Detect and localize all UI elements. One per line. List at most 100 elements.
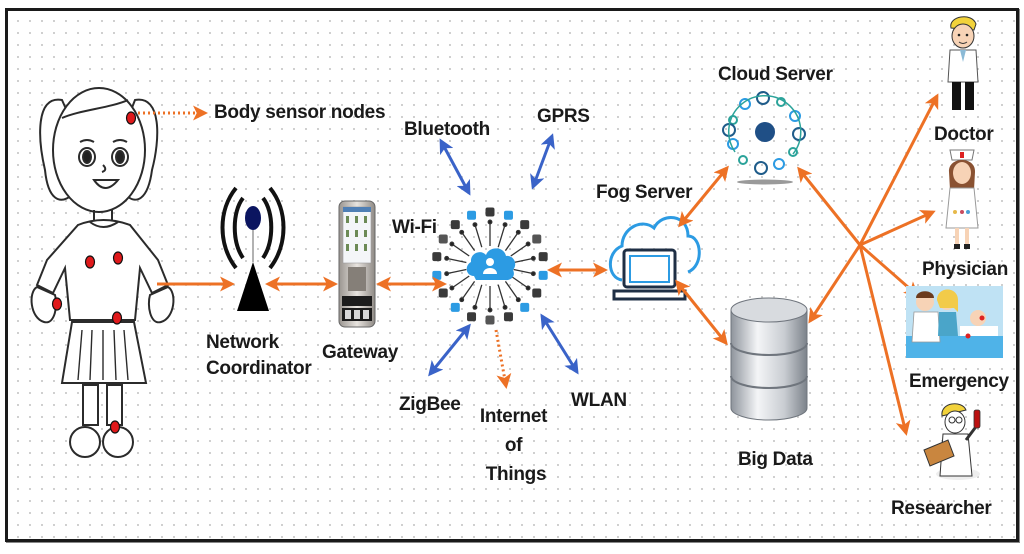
patient-girl-icon [30,87,175,458]
cloud-network-node [788,147,798,157]
gateway-label: Gateway [322,342,399,363]
smartphone-icon [338,200,376,328]
iot-spoke [504,280,519,301]
body-sensor-nodes-label: Body sensor nodes [214,102,385,123]
iot-device-icon [538,270,548,280]
cloud-shadow [737,179,793,185]
hub-physician-arrow [859,210,936,247]
iot-spoke [461,231,476,252]
iot-spoke [510,275,529,289]
iot-pointer-arrow [494,329,512,389]
big-data-label: Big Data [738,449,813,470]
bluetooth-label: Bluetooth [404,119,490,140]
iot-device-icon [520,220,530,230]
iot-device-icon [503,210,513,220]
iot-device-icon [520,302,530,312]
iot-spoke-dot [449,285,455,291]
sensor-node [51,297,63,311]
cloud-network-node [754,161,768,175]
iot-device-icon [432,270,442,280]
sensor-node [109,420,121,434]
sensor-node [125,111,137,125]
nurse-icon [945,149,979,249]
wifi-label: Wi-Fi [392,217,437,238]
cloud-network-node [773,158,785,170]
iot-spoke-dot [444,271,450,277]
iot-device-icon [438,288,448,298]
iot-spoke [497,284,506,308]
hospital-bed-icon [906,286,1003,358]
iot-spoke-dot [472,222,478,228]
iot-spoke [504,231,519,252]
iot-spoke [446,257,467,264]
iot-spoke-dot [515,297,521,303]
emergency-label: Emergency [909,371,1009,392]
iot-spoke-dot [444,255,450,261]
iot-device-icon [485,207,495,217]
scientist-icon [923,403,981,480]
iot-device-icon [532,234,542,244]
iot-device-icon [485,315,495,325]
cloud-network-arc [728,94,802,155]
gprs-label: GPRS [537,106,590,127]
network-coordinator-label: Network Coordinator [206,332,312,379]
cloud-network-node [756,91,770,105]
iot-spoke-dot [472,304,478,310]
doctor-icon [947,16,979,110]
gprs-link-arrow [530,133,555,190]
database-icon [730,297,808,421]
cloud-core [755,122,775,142]
iot-spoke-dot [515,229,521,235]
sensor-node [84,255,96,269]
iot-label: Internet of Things [480,406,552,485]
researcher-label: Researcher [891,498,992,519]
iot-spoke [513,268,534,275]
hub-bigdata-arrow [808,244,862,324]
iot-spoke [451,275,470,289]
iot-device-icon [450,302,460,312]
iot-spoke [497,224,506,248]
fog-cloud-arrow [678,165,729,228]
sensor-node [111,311,123,325]
iot-device-icon [432,252,442,262]
hub-researcher-arrow [858,244,911,436]
fog-server-label: Fog Server [596,182,693,203]
iot-spoke [461,280,476,301]
cloud-network-node [739,98,751,110]
iot-device-icon [538,252,548,262]
iot-spoke-dot [525,285,531,291]
sensor-node [112,251,124,265]
antenna-icon [220,186,286,311]
wlan-label: WLAN [571,390,627,411]
iot-spoke-dot [449,241,455,247]
fog-bigdata-arrow [675,279,728,346]
cloud-server-label: Cloud Server [718,64,834,85]
body-sensor-nodes [51,111,137,434]
physician-label: Physician [922,259,1008,280]
cloud-laptop-icon [608,216,701,301]
iot-device-icon [532,288,542,298]
iot-spoke [474,284,483,308]
iot-spoke-dot [502,222,508,228]
iot-spoke [510,243,529,257]
iot-spoke-dot [530,271,536,277]
hub-doctor-arrow [858,93,939,246]
zigbee-link-arrow [428,323,471,377]
iot-spoke-dot [487,219,493,225]
iot-spoke [513,257,534,264]
cloud-network-icon [722,91,806,185]
iot-spoke-dot [525,241,531,247]
iot-device-icon [503,312,513,322]
iot-device-icon [438,234,448,244]
wlan-link-arrow [540,313,579,375]
iot-spoke-dot [459,297,465,303]
iot-spoke [474,224,483,248]
iot-device-icon [450,220,460,230]
zigbee-label: ZigBee [399,394,461,415]
iot-spoke-dot [487,307,493,313]
cloud-network-node [738,155,748,165]
iot-spoke-dot [530,255,536,261]
cloud-network-node [792,127,806,141]
iot-device-icon [467,312,477,322]
iot-device-icon [467,210,477,220]
